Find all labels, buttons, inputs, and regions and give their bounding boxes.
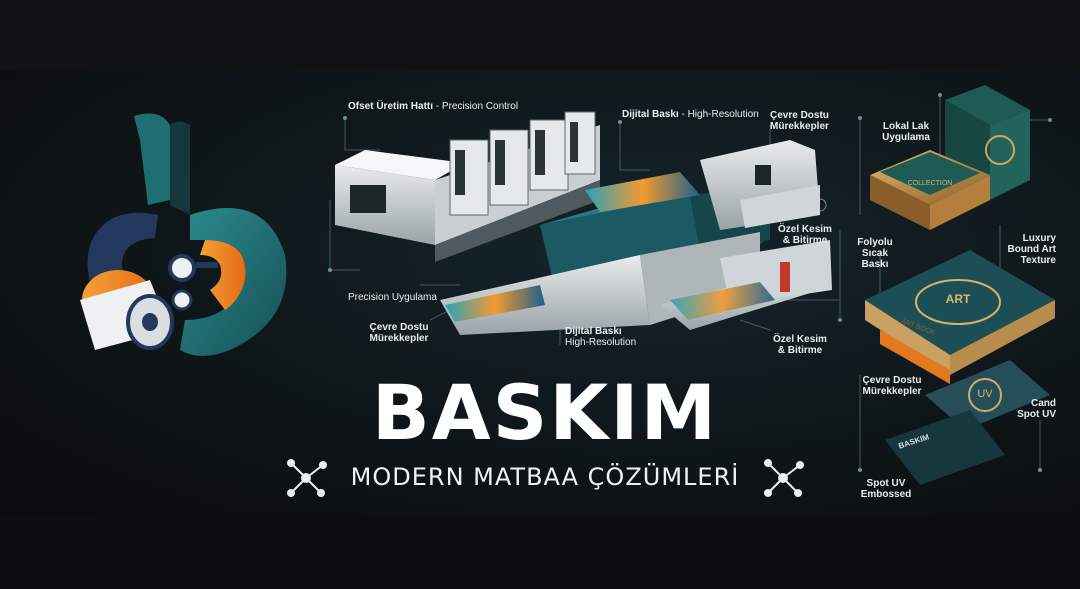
business-cards (885, 360, 1050, 485)
offset-press (335, 111, 600, 262)
book-cover-label: ART (945, 292, 971, 306)
luxury-box (870, 85, 1030, 230)
brand-title: BASKIM (371, 368, 719, 457)
top-dark-bar (0, 0, 1080, 70)
digital-press (440, 140, 820, 335)
cutting-machine (660, 240, 832, 330)
box-label: COLLECTION (907, 180, 953, 187)
callout-precision: Precision Uygulama (348, 292, 437, 303)
molecule-icon-left (287, 459, 327, 497)
card-uv-label: UV (977, 388, 993, 400)
callout-ozel-bottom: Özel Kesim& Bitirme (773, 334, 827, 356)
bottom-dark-bar (0, 515, 1080, 589)
molecule-icon-right (764, 459, 804, 497)
callout-digital-top: Dijital Baskı - High-Resolution (622, 109, 759, 120)
callout-offset-line: Ofset Üretim Hattı - Precision Control (348, 101, 519, 112)
callout-ozel-top: Özel Kesim& Bitirme (778, 224, 832, 246)
art-book (865, 250, 1055, 384)
logo-mark (80, 113, 287, 356)
brand-subtitle: MODERN MATBAA ÇÖZÜMLERİ (350, 463, 740, 491)
